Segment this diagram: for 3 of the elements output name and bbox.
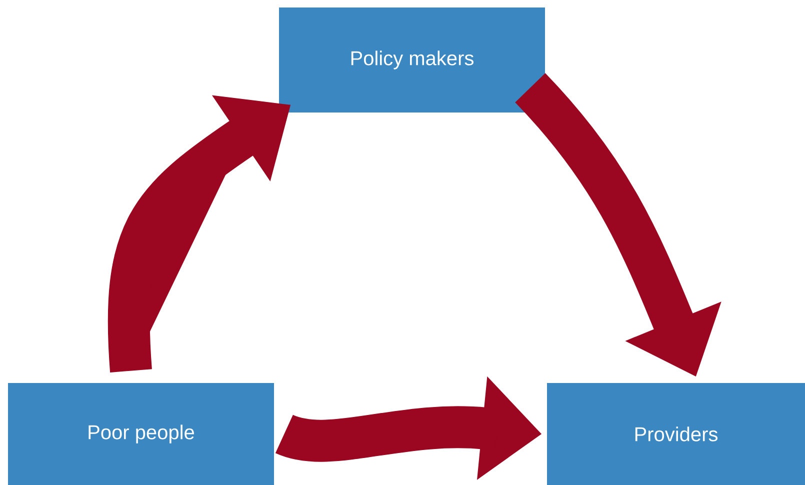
process-box: Policy makers: [279, 8, 545, 112]
process-box: Poor people: [8, 383, 274, 485]
process-box: Providers: [547, 383, 805, 485]
